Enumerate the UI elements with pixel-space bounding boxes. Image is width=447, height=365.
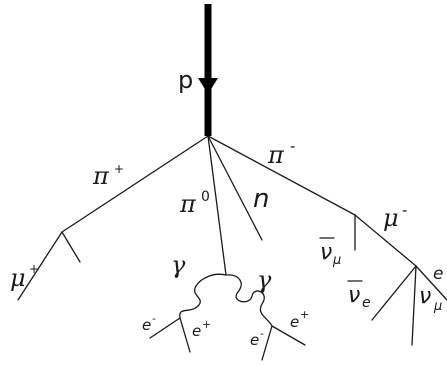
gamma-2-wave (225, 274, 273, 327)
pair-1-electron-symbol: e (142, 316, 151, 334)
pi-zero-symbol: π (179, 190, 197, 218)
nu-e-bar-track (371, 265, 417, 321)
electron-top-symbol: e (433, 264, 443, 284)
mu-minus-charge: - (402, 201, 407, 219)
pi-plus-track (61, 135, 209, 233)
pi-zero-charge: 0 (201, 189, 210, 205)
nu-mu-track (411, 265, 417, 346)
nu-mu-subscript: μ (433, 299, 442, 314)
gamma-1-wave (179, 273, 227, 319)
nu-e-bar-subscript: e (362, 295, 371, 311)
pair-2-positron-track (271, 325, 306, 346)
nu-mu-bar-symbol: ν (320, 240, 332, 265)
pair-1-positron-track (179, 317, 191, 353)
pair-1-electron-charge: - (152, 312, 156, 325)
pair-1-positron-charge: + (202, 318, 211, 331)
pi-plus-charge: + (114, 162, 124, 176)
mu-plus-charge: + (29, 262, 39, 276)
nu-mu-symbol: ν (419, 284, 431, 309)
pi-minus-symbol: π (267, 141, 285, 169)
pair-2-electron-charge: - (260, 327, 264, 340)
pair-1-positron-symbol: e (192, 322, 201, 340)
proton-arrowhead (198, 78, 218, 94)
electron-top-track (415, 265, 447, 301)
gamma-2-symbol: γ (257, 266, 272, 294)
proton-label: p (178, 66, 193, 94)
nu-from-pi-plus-track (61, 231, 81, 263)
gamma-1-symbol: γ (171, 251, 186, 279)
pi-minus-track (207, 135, 356, 216)
pi-zero-track (207, 135, 227, 276)
pi-minus-charge: - (290, 137, 295, 155)
nu-mu-bar-subscript: μ (332, 253, 341, 268)
pair-2-electron-symbol: e (250, 331, 259, 349)
mu-plus-symbol: μ (10, 264, 26, 292)
pair-1-electron-track (149, 317, 181, 339)
mu-minus-track (354, 214, 417, 267)
pair-2-positron-charge: + (300, 308, 309, 321)
mu-plus-track (17, 231, 63, 301)
mu-minus-symbol: μ (383, 204, 399, 232)
pair-2-electron-track (261, 325, 273, 361)
pair-2-positron-symbol: e (290, 313, 299, 331)
neutron-track (207, 135, 263, 241)
neutron-symbol: n (253, 184, 269, 214)
nu-e-bar-symbol: ν (348, 283, 360, 308)
pi-plus-symbol: π (92, 162, 110, 190)
